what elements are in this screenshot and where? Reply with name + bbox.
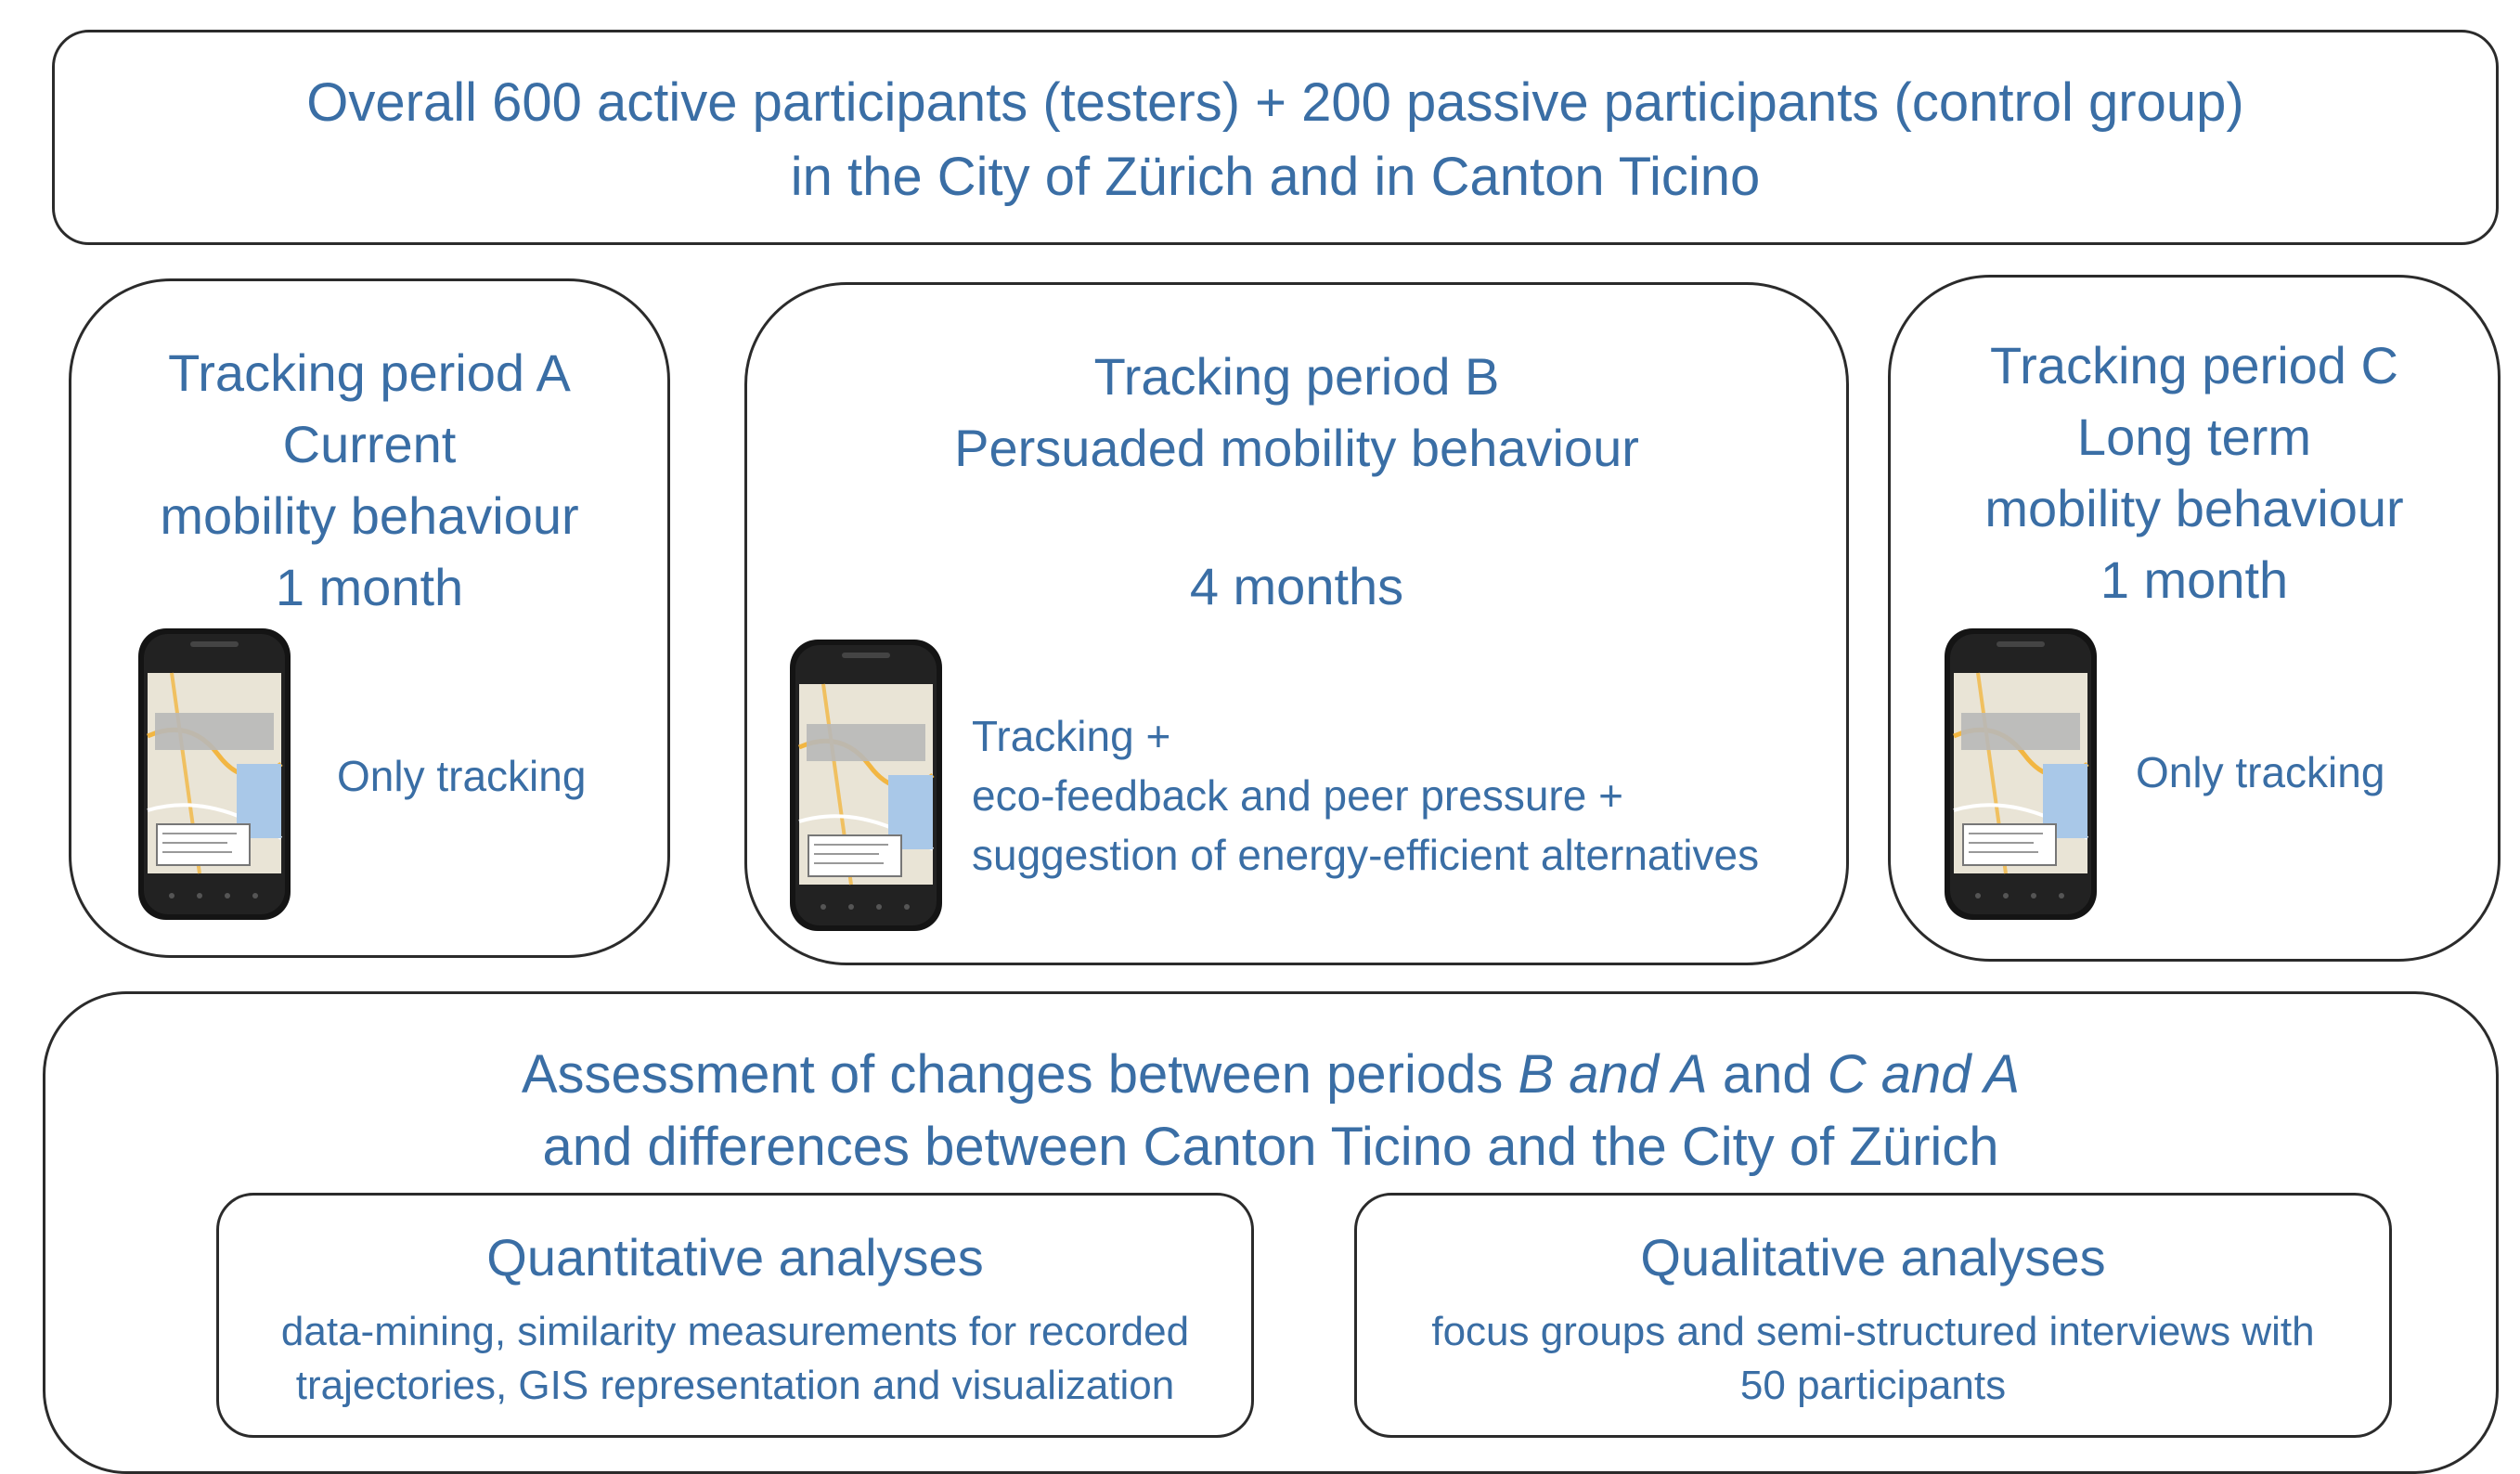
smartphone-map-icon	[786, 636, 946, 935]
assessment-periods-ca: C and A	[1827, 1044, 2021, 1105]
assessment-line-1: Assessment of changes between periods B …	[45, 1039, 2496, 1111]
quantitative-desc-line: trajectories, GIS representation and vis…	[295, 1363, 1175, 1408]
period-c-title: Tracking period C Long term mobility beh…	[1891, 330, 2498, 615]
period-c-note-line: Only tracking	[2136, 748, 2385, 796]
period-a-title-line: mobility behaviour	[160, 486, 579, 545]
tracking-period-b-box: Tracking period B Persuaded mobility beh…	[744, 282, 1849, 965]
period-c-note: Only tracking	[2136, 747, 2384, 797]
period-b-title: Tracking period B Persuaded mobility beh…	[747, 341, 1846, 484]
period-a-note: Only tracking	[337, 751, 586, 801]
participants-box: Overall 600 active participants (testers…	[52, 30, 2499, 245]
tracking-period-a-box: Tracking period A Current mobility behav…	[69, 278, 670, 958]
period-b-title-line: Persuaded mobility behaviour	[954, 419, 1639, 477]
period-b-note: Tracking + eco-feedback and peer pressur…	[972, 706, 1759, 885]
period-a-title-line: 1 month	[275, 558, 464, 616]
qualitative-analyses-desc: focus groups and semi-structured intervi…	[1357, 1305, 2389, 1413]
tracking-period-c-box: Tracking period C Long term mobility beh…	[1888, 275, 2501, 962]
assessment-line-1-mid: and	[1707, 1044, 1828, 1105]
period-a-note-line: Only tracking	[337, 752, 587, 800]
quantitative-analyses-box: Quantitative analyses data-mining, simil…	[216, 1193, 1254, 1438]
smartphone-map-icon	[1941, 625, 2100, 924]
participants-line-1: Overall 600 active participants (testers…	[306, 72, 2244, 133]
period-c-title-line: 1 month	[2100, 550, 2289, 609]
period-c-title-line: Tracking period C	[1990, 336, 2398, 394]
period-b-duration: 4 months	[1189, 557, 1404, 615]
period-b-note-line: Tracking +	[972, 712, 1171, 760]
assessment-box: Assessment of changes between periods B …	[43, 991, 2499, 1474]
participants-text: Overall 600 active participants (testers…	[55, 66, 2496, 214]
assessment-text: Assessment of changes between periods B …	[45, 1039, 2496, 1183]
period-b-title-line: Tracking period B	[1093, 347, 1500, 406]
period-a-title-line: Current	[282, 415, 457, 473]
qualitative-desc-line: focus groups and semi-structured intervi…	[1431, 1309, 2315, 1354]
quantitative-analyses-title: Quantitative analyses	[486, 1228, 984, 1287]
assessment-line-1-pre: Assessment of changes between periods	[521, 1044, 1518, 1105]
assessment-line-2: and differences between Canton Ticino an…	[542, 1117, 1999, 1177]
quantitative-analyses-desc: data-mining, similarity measurements for…	[219, 1305, 1251, 1413]
qualitative-analyses-box: Qualitative analyses focus groups and se…	[1354, 1193, 2392, 1438]
period-c-title-line: Long term	[2076, 407, 2312, 466]
smartphone-map-icon	[135, 625, 294, 924]
participants-line-2: in the City of Zürich and in Canton Tici…	[790, 147, 1761, 207]
qualitative-analyses-title: Qualitative analyses	[1640, 1228, 2106, 1287]
period-b-note-line: eco-feedback and peer pressure +	[972, 771, 1623, 820]
period-a-title: Tracking period A Current mobility behav…	[71, 337, 667, 623]
qualitative-desc-line: 50 participants	[1739, 1363, 2007, 1408]
period-c-title-line: mobility behaviour	[1984, 479, 2404, 537]
period-a-title-line: Tracking period A	[168, 343, 571, 402]
period-b-note-line: suggestion of energy-efficient alternati…	[972, 831, 1760, 879]
assessment-periods-ba: B and A	[1518, 1044, 1708, 1105]
quantitative-desc-line: data-mining, similarity measurements for…	[280, 1309, 1190, 1354]
